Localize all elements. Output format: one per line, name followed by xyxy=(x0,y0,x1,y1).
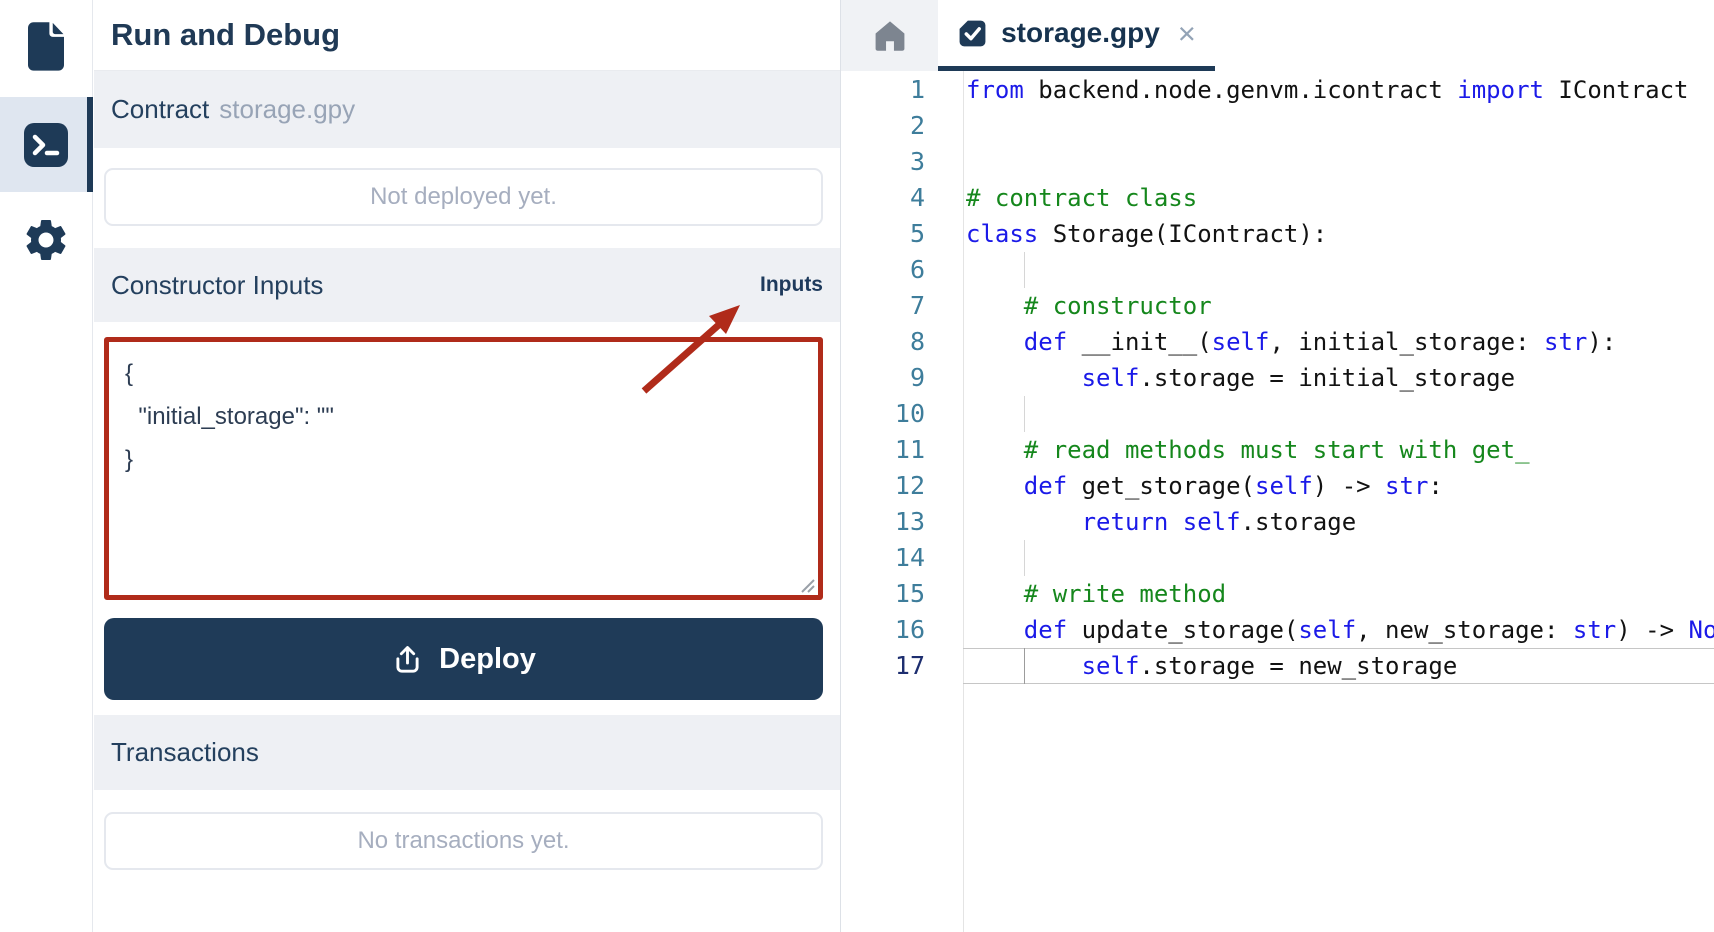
line-number: 14 xyxy=(894,543,925,572)
line-number: 3 xyxy=(909,147,925,176)
code-line[interactable]: 7 # constructor xyxy=(841,288,1714,324)
active-item-indicator xyxy=(87,97,93,192)
code-text: # write method xyxy=(966,580,1227,608)
line-number-gutter xyxy=(841,71,964,932)
constructor-inputs-label: Constructor Inputs xyxy=(111,269,324,300)
line-number: 15 xyxy=(894,579,925,608)
code-line[interactable]: 6 xyxy=(841,252,1714,288)
code-text: class Storage(IContract): xyxy=(966,220,1328,248)
code-editor: storage.gpy × 1 from backend.node.genvm.i… xyxy=(840,0,1714,932)
line-number: 9 xyxy=(909,363,925,392)
code-text: def __init__(self, initial_storage: str)… xyxy=(1023,328,1617,356)
line-number: 2 xyxy=(909,111,925,140)
code-lines: 1 from backend.node.genvm.icontract impor… xyxy=(841,72,1714,684)
deploy-button[interactable]: Deploy xyxy=(104,618,823,700)
code-line[interactable]: 15 # write method xyxy=(841,576,1714,612)
close-icon[interactable]: × xyxy=(1177,15,1196,51)
line-number: 7 xyxy=(909,291,925,320)
code-text: # contract class xyxy=(966,184,1198,212)
line-number: 8 xyxy=(909,327,925,356)
indent-guide xyxy=(1024,648,1025,684)
deployment-status-text: Not deployed yet. xyxy=(370,183,557,210)
line-number: 16 xyxy=(894,615,925,644)
contract-label-text: Contract xyxy=(111,94,210,124)
contract-file-name: storage.gpy xyxy=(219,94,356,124)
deploy-button-label: Deploy xyxy=(439,642,536,675)
code-line[interactable]: 12 def get_storage(self) -> str: xyxy=(841,468,1714,504)
transactions-empty-box: No transactions yet. xyxy=(104,812,823,870)
code-line[interactable]: 14 xyxy=(841,540,1714,576)
code-text: # constructor xyxy=(966,292,1212,320)
code-area[interactable]: 1 from backend.node.genvm.icontract impor… xyxy=(841,71,1714,932)
code-line[interactable]: 9 self.storage = initial_storage xyxy=(841,360,1714,396)
sidebar-item-files[interactable] xyxy=(0,12,92,82)
page-title: Run and Debug xyxy=(94,0,840,71)
line-number: 17 xyxy=(894,651,925,680)
code-line[interactable]: 5 class Storage(IContract): xyxy=(841,216,1714,252)
active-line-highlight xyxy=(963,648,1714,684)
code-text: def get_storage(self) -> str: xyxy=(1023,472,1443,500)
constructor-inputs-textarea[interactable]: { "initial_storage": "" } xyxy=(104,337,823,600)
sidebar-item-run-and-debug[interactable] xyxy=(0,97,93,192)
code-text: self.storage = initial_storage xyxy=(1081,364,1516,392)
gear-icon xyxy=(26,220,66,260)
code-text: return self.storage xyxy=(1081,508,1357,536)
resize-grip-icon[interactable] xyxy=(794,572,816,594)
code-text: self.storage = new_storage xyxy=(1081,652,1458,680)
indent-guide xyxy=(1024,252,1025,288)
code-line[interactable]: 2 xyxy=(841,108,1714,144)
code-line[interactable]: 4 # contract class xyxy=(841,180,1714,216)
deployment-status-box: Not deployed yet. xyxy=(104,168,823,226)
code-text: def update_storage(self, new_storage: st… xyxy=(1023,616,1714,644)
contract-label: Contract storage.gpy xyxy=(111,94,355,125)
home-icon xyxy=(875,20,904,51)
line-number: 11 xyxy=(894,435,925,464)
code-line[interactable]: 8 def __init__(self, initial_storage: st… xyxy=(841,324,1714,360)
code-line[interactable]: 16 def update_storage(self, new_storage:… xyxy=(841,612,1714,648)
file-icon xyxy=(28,22,64,71)
code-text: # read methods must start with get_ xyxy=(966,436,1530,464)
transactions-empty-text: No transactions yet. xyxy=(357,827,570,854)
line-number: 1 xyxy=(909,75,925,104)
contract-section-header: Contract storage.gpy xyxy=(94,71,840,148)
code-text: from backend.node.genvm.icontract import… xyxy=(966,76,1689,104)
tab-home[interactable] xyxy=(841,0,938,71)
terminal-icon xyxy=(24,122,68,167)
code-line[interactable]: 13 return self.storage xyxy=(841,504,1714,540)
line-number: 5 xyxy=(909,219,925,248)
transactions-section-header: Transactions xyxy=(94,715,840,790)
tab-storage-gpy[interactable]: storage.gpy × xyxy=(938,0,1215,71)
code-line[interactable]: 11 # read methods must start with get_ xyxy=(841,432,1714,468)
tab-label: storage.gpy xyxy=(1001,17,1160,48)
sidebar-item-settings[interactable] xyxy=(0,208,92,272)
run-debug-panel: Run and Debug Contract storage.gpy Not de… xyxy=(94,0,840,932)
code-line[interactable]: 17 self.storage = new_storage xyxy=(841,648,1714,684)
line-number: 6 xyxy=(909,255,925,284)
file-check-icon xyxy=(959,20,986,46)
inputs-badge: Inputs xyxy=(760,273,823,296)
code-line[interactable]: 3 xyxy=(841,144,1714,180)
line-number: 10 xyxy=(894,399,925,428)
code-line[interactable]: 1 from backend.node.genvm.icontract impor… xyxy=(841,72,1714,108)
line-number: 4 xyxy=(909,183,925,212)
line-number: 12 xyxy=(894,471,925,500)
line-number: 13 xyxy=(894,507,925,536)
constructor-inputs-header: Constructor Inputs Inputs xyxy=(94,248,840,322)
indent-guide xyxy=(1024,396,1025,432)
upload-icon xyxy=(396,645,419,673)
indent-guide xyxy=(1024,540,1025,576)
editor-tab-bar: storage.gpy × xyxy=(841,0,1714,71)
transactions-label: Transactions xyxy=(111,737,259,767)
activity-bar xyxy=(0,0,93,932)
code-line[interactable]: 10 xyxy=(841,396,1714,432)
